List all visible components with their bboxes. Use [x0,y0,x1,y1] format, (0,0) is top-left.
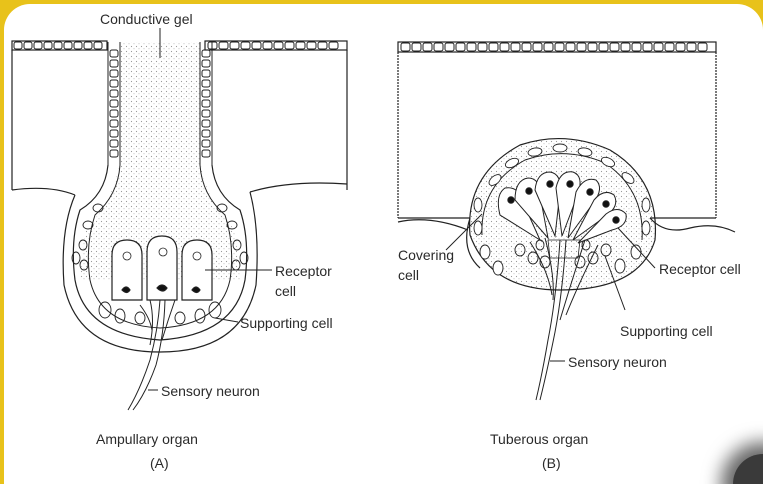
label-receptor-cell-b: Receptor cell [659,261,741,277]
label-receptor-cell-a-line1: Receptor [275,263,332,279]
label-conductive-gel: Conductive gel [100,11,193,27]
label-supporting-cell-b: Supporting cell [620,323,713,339]
label-sensory-neuron-b: Sensory neuron [568,354,667,370]
caption-tuberous-organ: Tuberous organ [490,431,588,447]
label-covering-cell-line1: Covering [398,247,454,263]
tuberous-organ [398,42,735,400]
ampullary-receptor-cells [112,236,212,300]
caption-ampullary-organ: Ampullary organ [96,431,198,447]
caption-b: (B) [542,455,561,471]
ampullary-organ [12,28,347,410]
caption-a: (A) [150,455,169,471]
label-sensory-neuron-a: Sensory neuron [161,383,260,399]
tuberous-epidermis [398,42,716,52]
label-receptor-cell-a-line2: cell [275,283,296,299]
label-supporting-cell-a: Supporting cell [240,315,333,331]
label-covering-cell-line2: cell [398,267,419,283]
